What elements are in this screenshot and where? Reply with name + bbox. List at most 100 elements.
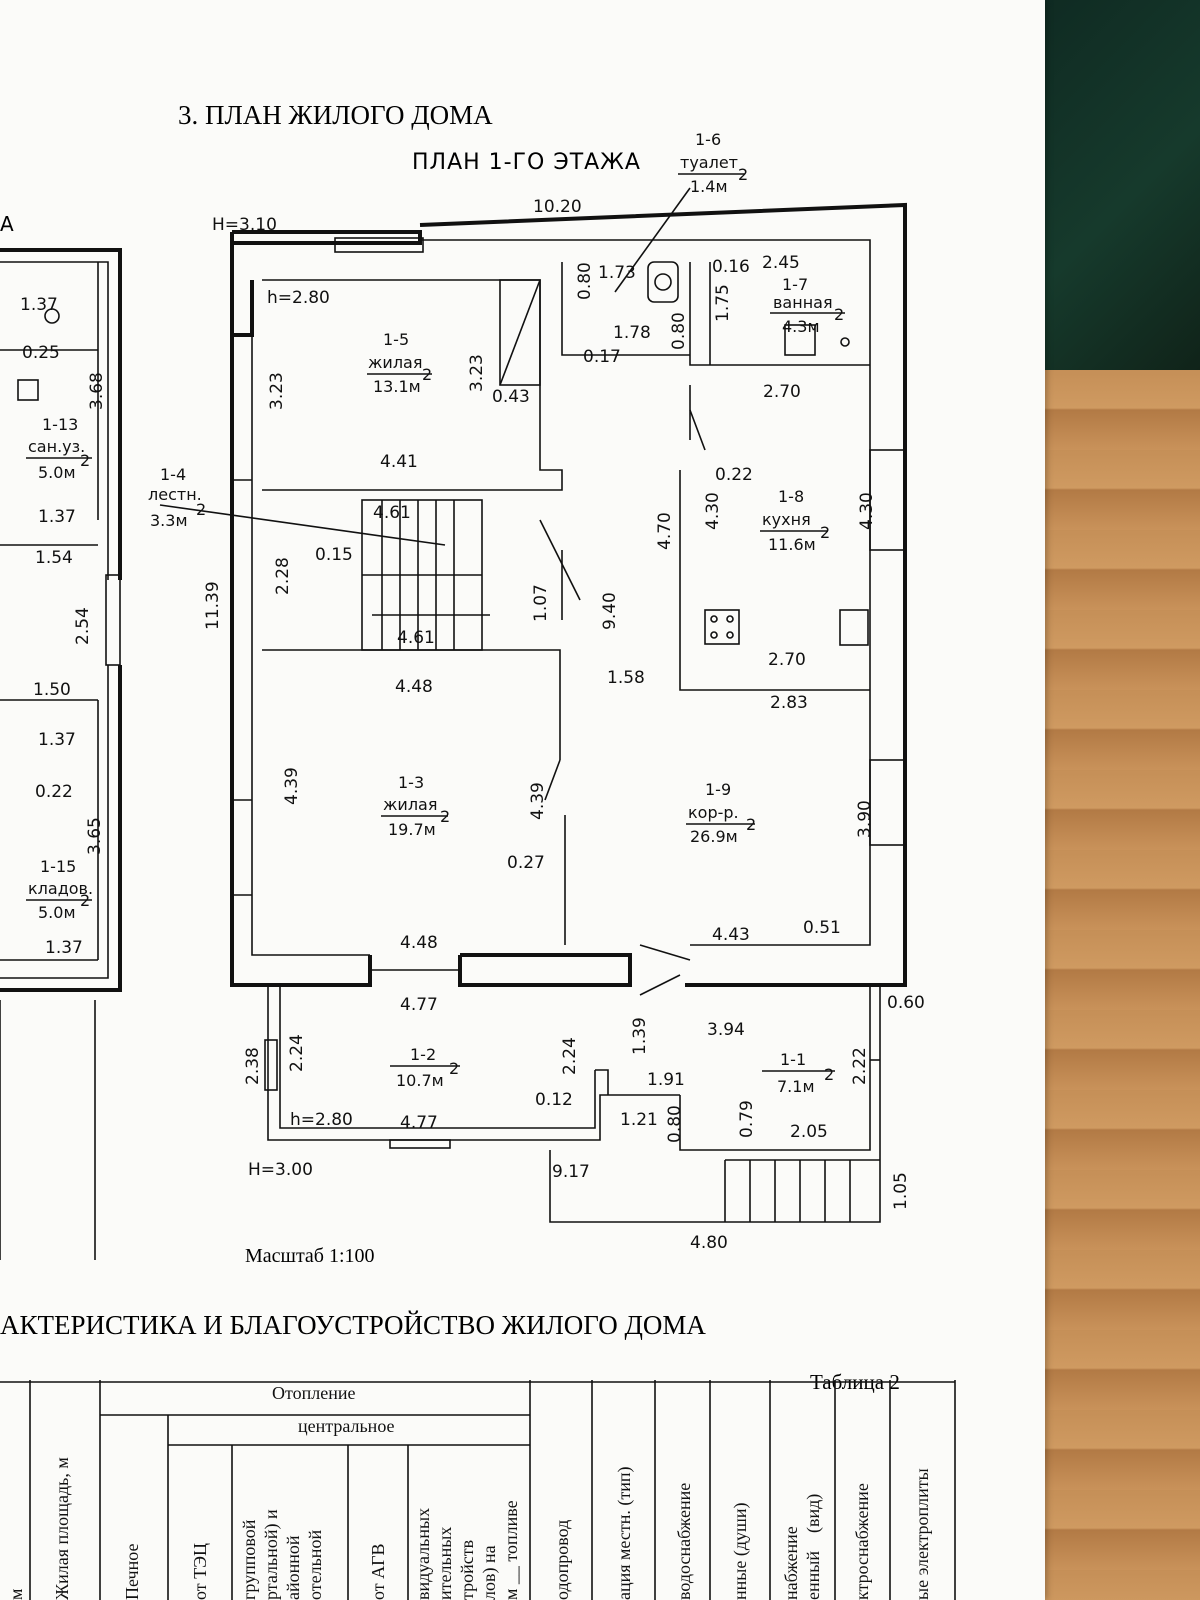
- svg-text:0.80: 0.80: [575, 262, 595, 300]
- svg-text:кухня: кухня: [762, 510, 811, 529]
- svg-text:1.37: 1.37: [45, 938, 83, 958]
- svg-text:0.79: 0.79: [737, 1100, 757, 1138]
- svg-text:26.9м: 26.9м: [690, 827, 738, 846]
- background-wood-table: [1030, 370, 1200, 1600]
- left-building-walls: [0, 248, 122, 1260]
- svg-text:1-2: 1-2: [410, 1045, 436, 1064]
- svg-text:2: 2: [449, 1059, 459, 1078]
- scale-label: Масштаб 1:100: [245, 1245, 375, 1267]
- interior-partitions: [262, 261, 870, 996]
- svg-text:2: 2: [80, 451, 90, 470]
- room-1-5-label: 1-5 жилая 13.1м 2: [367, 330, 432, 396]
- room-1-7-label: 1-7 ванная 4.3м 2: [770, 275, 845, 336]
- svg-text:7.1м: 7.1м: [777, 1077, 815, 1096]
- col-individual: видуальных ительных тройств лов) на м __…: [413, 1500, 521, 1600]
- svg-text:5.0м: 5.0м: [38, 463, 76, 482]
- svg-text:1.4м: 1.4м: [690, 177, 728, 196]
- svg-text:2: 2: [80, 891, 90, 910]
- svg-text:4.48: 4.48: [400, 933, 438, 953]
- col-electric-stoves: ые электроплиты: [912, 1468, 932, 1600]
- svg-text:1.37: 1.37: [38, 507, 76, 527]
- svg-text:0.80: 0.80: [669, 312, 689, 350]
- svg-text:1-7: 1-7: [782, 275, 808, 294]
- svg-text:туалет: туалет: [680, 153, 738, 172]
- col-m2: м: [6, 1588, 26, 1600]
- svg-text:2.83: 2.83: [770, 693, 808, 713]
- svg-text:1-5: 1-5: [383, 330, 409, 349]
- svg-text:0.27: 0.27: [507, 853, 545, 873]
- svg-text:4.39: 4.39: [282, 767, 302, 805]
- svg-text:2: 2: [746, 815, 756, 834]
- svg-text:жилая: жилая: [383, 795, 437, 814]
- col-sewerage: ация местн. (тип): [614, 1466, 634, 1600]
- svg-text:кор-р.: кор-р.: [688, 803, 739, 822]
- svg-text:11.6м: 11.6м: [768, 535, 816, 554]
- svg-text:2.54: 2.54: [73, 607, 93, 645]
- height-H-porch: H=3.00: [248, 1160, 313, 1180]
- svg-text:1.50: 1.50: [33, 680, 71, 700]
- section-title: 3. ПЛАН ЖИЛОГО ДОМА: [178, 100, 493, 130]
- room-1-8-label: 1-8 кухня 11.6м 2: [760, 487, 830, 554]
- svg-text:2.70: 2.70: [768, 650, 806, 670]
- svg-text:3.90: 3.90: [855, 800, 875, 838]
- background-green-surface: [1030, 0, 1200, 370]
- svg-text:3.65: 3.65: [85, 817, 105, 855]
- col-living-area: Жилая площадь, м: [52, 1457, 72, 1600]
- room-1-4-label: 1-4 лестн. 3.3м 2: [148, 465, 206, 530]
- svg-text:2.05: 2.05: [790, 1122, 828, 1142]
- svg-text:3.23: 3.23: [467, 354, 487, 392]
- svg-text:19.7м: 19.7м: [388, 820, 436, 839]
- svg-text:сан.уз.: сан.уз.: [28, 437, 85, 456]
- svg-text:4.61: 4.61: [373, 503, 411, 523]
- svg-text:4.70: 4.70: [655, 512, 675, 550]
- col-electric-supply: ктроснабжение: [852, 1483, 872, 1600]
- svg-text:жилая: жилая: [368, 353, 422, 372]
- svg-text:1.73: 1.73: [598, 263, 636, 283]
- svg-text:1-3: 1-3: [398, 773, 424, 792]
- svg-text:0.25: 0.25: [22, 343, 60, 363]
- col-showers: нные (души): [730, 1502, 750, 1600]
- characteristics-table: Отопление центральное м Жилая площадь, м…: [0, 1380, 960, 1600]
- svg-text:11.39: 11.39: [203, 581, 223, 630]
- svg-text:1-8: 1-8: [778, 487, 804, 506]
- svg-text:1.58: 1.58: [607, 668, 645, 688]
- col-tets: от ТЭЦ: [190, 1542, 210, 1600]
- room-1-15-label: 1-15 кладов. 5.0м 2: [26, 857, 93, 922]
- header-heating: Отопление: [272, 1383, 356, 1403]
- svg-text:4.41: 4.41: [380, 452, 418, 472]
- floor-plan: 1-5 жилая 13.1м 2 1-6 туалет 1.4м 2 1-7 …: [0, 130, 925, 1260]
- svg-text:1.37: 1.37: [20, 295, 58, 315]
- svg-text:13.1м: 13.1м: [373, 377, 421, 396]
- svg-text:2.45: 2.45: [762, 253, 800, 273]
- col-stove-heating: Печное: [122, 1543, 142, 1600]
- svg-text:3.94: 3.94: [707, 1020, 745, 1040]
- svg-text:3.23: 3.23: [267, 372, 287, 410]
- col-hot-water: водоснабжение: [674, 1482, 694, 1600]
- svg-text:2: 2: [824, 1065, 834, 1084]
- svg-text:2: 2: [820, 523, 830, 542]
- svg-text:1-6: 1-6: [695, 130, 721, 149]
- svg-text:1.91: 1.91: [647, 1070, 685, 1090]
- svg-text:4.77: 4.77: [400, 1113, 438, 1133]
- svg-text:4.30: 4.30: [703, 492, 723, 530]
- svg-text:4.39: 4.39: [528, 782, 548, 820]
- svg-text:10.20: 10.20: [533, 197, 582, 217]
- svg-text:1-9: 1-9: [705, 780, 731, 799]
- svg-text:2: 2: [440, 807, 450, 826]
- svg-text:0.12: 0.12: [535, 1090, 573, 1110]
- svg-text:4.48: 4.48: [395, 677, 433, 697]
- svg-text:1-13: 1-13: [42, 415, 78, 434]
- svg-text:2.38: 2.38: [243, 1047, 263, 1085]
- svg-text:2: 2: [738, 165, 748, 184]
- svg-text:0.22: 0.22: [35, 782, 73, 802]
- col-water-supply: одопровод: [552, 1519, 572, 1600]
- svg-text:4.3м: 4.3м: [782, 317, 820, 336]
- col-group-boiler: групповой ртальной) и айонной отельной: [239, 1509, 325, 1600]
- svg-text:2: 2: [196, 500, 206, 519]
- col-agv: от АГВ: [368, 1543, 388, 1600]
- height-h-main: h=2.80: [267, 288, 330, 308]
- leader-stairs: [159, 504, 446, 546]
- svg-text:0.60: 0.60: [887, 993, 925, 1013]
- svg-text:1.07: 1.07: [531, 584, 551, 622]
- document-page: 3. ПЛАН ЖИЛОГО ДОМА ПЛАН 1-ГО ЭТАЖА А: [0, 0, 1045, 1600]
